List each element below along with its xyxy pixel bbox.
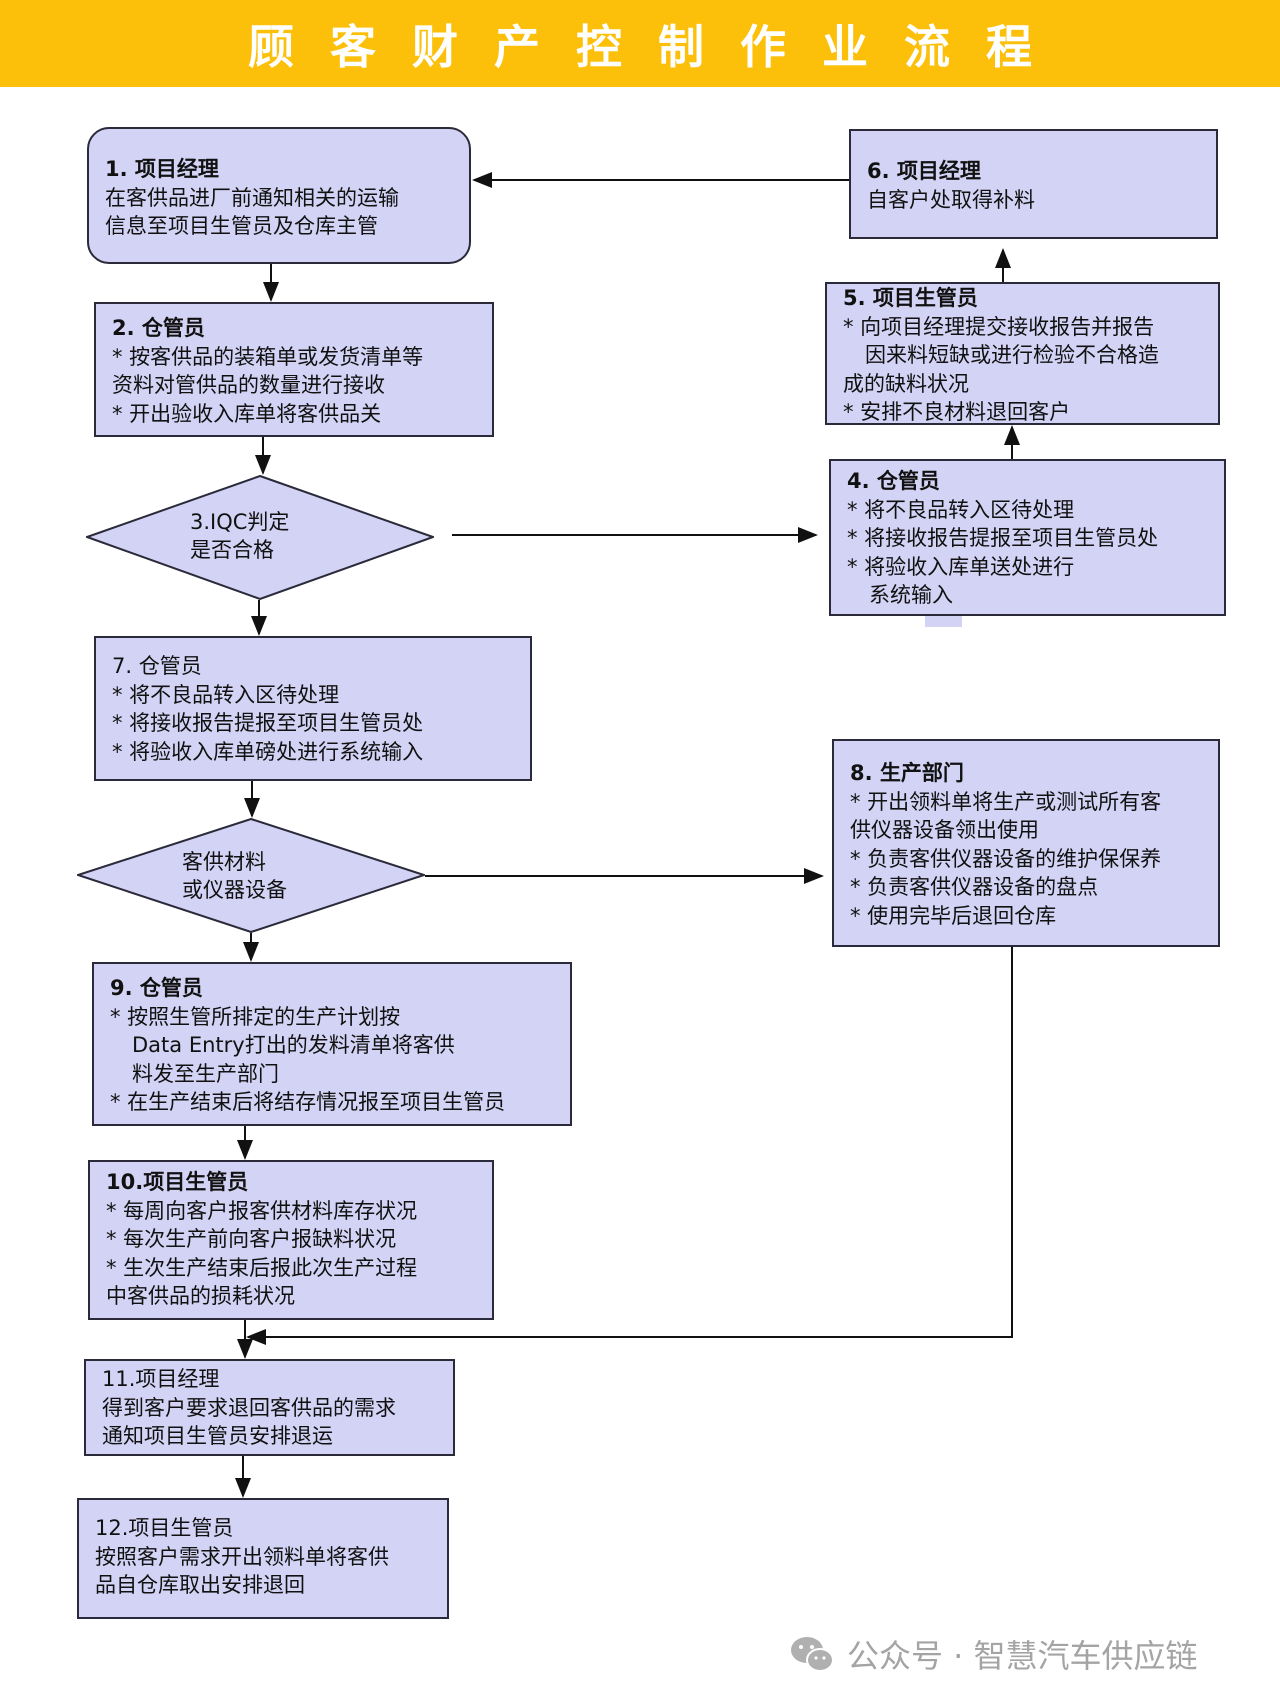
- step-line: 在客供品进厂前通知相关的运输: [105, 185, 399, 210]
- step-title: 7. 仓管员: [112, 654, 202, 678]
- step-line: 通知项目生管员安排退运: [102, 1424, 333, 1448]
- watermark-text: 公众号 · 智慧汽车供应链: [847, 1637, 1198, 1675]
- step-line: 信息至项目生管员及仓库主管: [105, 214, 378, 238]
- step-title: 6. 项目经理: [867, 159, 981, 183]
- title-banner: 顾客财产控制作业流程: [0, 0, 1280, 87]
- step-line: 供仪器设备领出使用: [850, 818, 1039, 842]
- step-11-box: 11.项目经理 得到客户要求退回客供品的需求 通知项目生管员安排退运: [84, 1359, 455, 1456]
- step-line: * 在生产结束后将结存情况报至项目生管员: [110, 1090, 506, 1114]
- step-line: 中客供品的损耗状况: [106, 1284, 295, 1308]
- step-line: 品自仓库取出安排退回: [95, 1573, 305, 1597]
- step-line: * 将接收报告提报至项目生管员处: [847, 526, 1159, 550]
- step-title: 4. 仓管员: [847, 469, 940, 493]
- step-title: 5. 项目生管员: [843, 286, 978, 310]
- step-line: 系统输入: [869, 583, 953, 607]
- watermark: 公众号 · 智慧汽车供应链: [789, 1632, 1198, 1676]
- step-8-box: 8. 生产部门 * 开出领料单将生产或测试所有客 供仪器设备领出使用 * 负责客…: [832, 739, 1220, 947]
- decision-line: 客供材料: [182, 850, 266, 874]
- wechat-icon: [789, 1634, 835, 1674]
- step-line: * 开出领料单将生产或测试所有客: [850, 789, 1162, 814]
- stray-mark: [925, 616, 962, 627]
- decision-line: 或仪器设备: [182, 878, 287, 902]
- step-title: 1. 项目经理: [105, 157, 219, 181]
- step-line: 资料对管供品的数量进行接收: [112, 373, 385, 397]
- step-line: * 开出验收入库单将客供品关: [112, 401, 382, 426]
- step-line: * 将验收入库单磅处进行系统输入: [112, 739, 424, 764]
- step-line: * 将不良品转入区待处理: [847, 497, 1075, 522]
- step-line: 因来料短缺或进行检验不合格造: [865, 343, 1159, 367]
- step-7-box: 7. 仓管员 * 将不良品转入区待处理 * 将接收报告提报至项目生管员处 * 将…: [94, 636, 532, 781]
- step-line: * 生次生产结束后报此次生产过程: [106, 1255, 418, 1280]
- step-1-box: 1. 项目经理 在客供品进厂前通知相关的运输 信息至项目生管员及仓库主管: [87, 127, 471, 264]
- decision-line: 3.IQC判定: [190, 510, 290, 534]
- step-line: * 向项目经理提交接收报告并报告: [843, 314, 1155, 339]
- step-5-box: 5. 项目生管员 * 向项目经理提交接收报告并报告 因来料短缺或进行检验不合格造…: [825, 282, 1220, 425]
- step-line: 自客户处取得补料: [867, 187, 1035, 212]
- step-line: 得到客户要求退回客供品的需求: [102, 1395, 396, 1420]
- step-title: 9. 仓管员: [110, 976, 203, 1000]
- page-title: 顾客财产控制作业流程: [248, 19, 1068, 74]
- step-line: 料发至生产部门: [132, 1061, 279, 1086]
- step-line: * 负责客供仪器设备的维护保保养: [850, 846, 1162, 871]
- step-line: 成的缺料状况: [843, 371, 969, 396]
- step-line: * 安排不良材料退回客户: [843, 400, 1071, 424]
- step-title: 2. 仓管员: [112, 316, 205, 340]
- step-title: 12.项目生管员: [95, 1516, 234, 1540]
- step-line: * 每周向客户报客供材料库存状况: [106, 1198, 418, 1223]
- step-12-box: 12.项目生管员 按照客户需求开出领料单将客供 品自仓库取出安排退回: [77, 1498, 449, 1619]
- step-6-box: 6. 项目经理 自客户处取得补料: [849, 129, 1218, 239]
- step-line: * 将不良品转入区待处理: [112, 682, 340, 707]
- step-line: Data Entry打出的发料清单将客供: [132, 1033, 455, 1057]
- step-line: * 将接收报告提报至项目生管员处: [112, 711, 424, 735]
- step-title: 10.项目生管员: [106, 1170, 249, 1194]
- step-line: * 按照生管所排定的生产计划按: [110, 1004, 401, 1029]
- step-9-box: 9. 仓管员 * 按照生管所排定的生产计划按 Data Entry打出的发料清单…: [92, 962, 572, 1126]
- step-4-box: 4. 仓管员 * 将不良品转入区待处理 * 将接收报告提报至项目生管员处 * 将…: [829, 459, 1226, 616]
- step-title: 11.项目经理: [102, 1367, 220, 1391]
- step-line: * 负责客供仪器设备的盘点: [850, 875, 1099, 899]
- step-line: * 每次生产前向客户报缺料状况: [106, 1227, 397, 1251]
- step-line: * 将验收入库单送处进行: [847, 554, 1075, 579]
- step-10-box: 10.项目生管员 * 每周向客户报客供材料库存状况 * 每次生产前向客户报缺料状…: [88, 1160, 494, 1320]
- step-line: 按照客户需求开出领料单将客供: [95, 1544, 389, 1569]
- decision-line: 是否合格: [190, 538, 274, 562]
- step-line: * 使用完毕后退回仓库: [850, 903, 1057, 928]
- material-type-decision: 客供材料 或仪器设备: [74, 817, 428, 934]
- arrow-8-to-11: [246, 947, 1013, 1345]
- step-line: * 按客供品的装箱单或发货清单等: [112, 344, 424, 369]
- step-title: 8. 生产部门: [850, 761, 964, 785]
- step-3-decision: 3.IQC判定 是否合格: [84, 474, 436, 601]
- step-2-box: 2. 仓管员 * 按客供品的装箱单或发货清单等 资料对管供品的数量进行接收 * …: [94, 302, 494, 437]
